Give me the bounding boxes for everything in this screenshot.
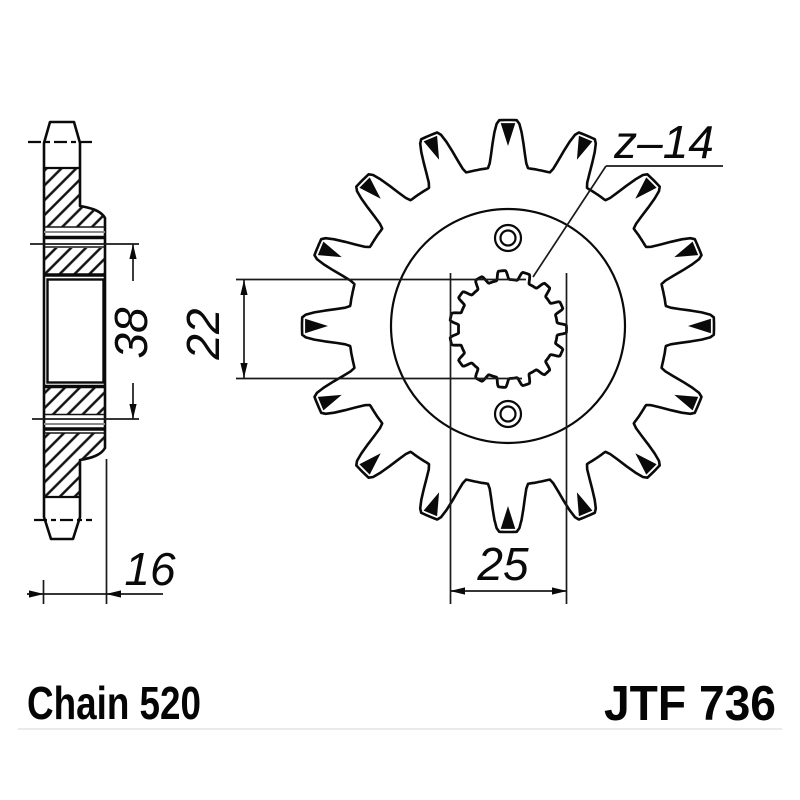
- lower-spline-hatch-band: [44, 388, 105, 414]
- side-view-section-lines: [44, 166, 105, 499]
- dimension-38: 38: [30, 243, 157, 420]
- upper-hatch-block: [44, 168, 105, 227]
- lower-hatch-block: [44, 433, 105, 497]
- front-view: [300, 118, 716, 534]
- bolt-hole-top: [493, 223, 523, 253]
- dim-16-value: 16: [124, 543, 176, 595]
- dimension-16: 16: [27, 459, 176, 604]
- dim-25-value: 25: [476, 538, 529, 590]
- bore-rectangle: [46, 278, 105, 384]
- side-section-view: [28, 120, 107, 541]
- bolt-hole-bottom: [493, 399, 523, 429]
- upper-spline-hatch-band: [44, 248, 105, 274]
- dim-22-value: 22: [177, 308, 229, 360]
- dimension-22: 22: [177, 278, 526, 380]
- teeth-count-label: z–14: [532, 116, 723, 278]
- spline-bore-outline: [448, 269, 568, 389]
- chain-size-label: Chain 520: [27, 677, 201, 729]
- hub-circle: [389, 207, 627, 445]
- dim-38-value: 38: [105, 307, 157, 359]
- dimension-25: 25: [449, 273, 568, 604]
- leader-line: [532, 165, 607, 278]
- teeth-count-text: z–14: [613, 116, 714, 168]
- part-number-label: JTF 736: [604, 677, 776, 731]
